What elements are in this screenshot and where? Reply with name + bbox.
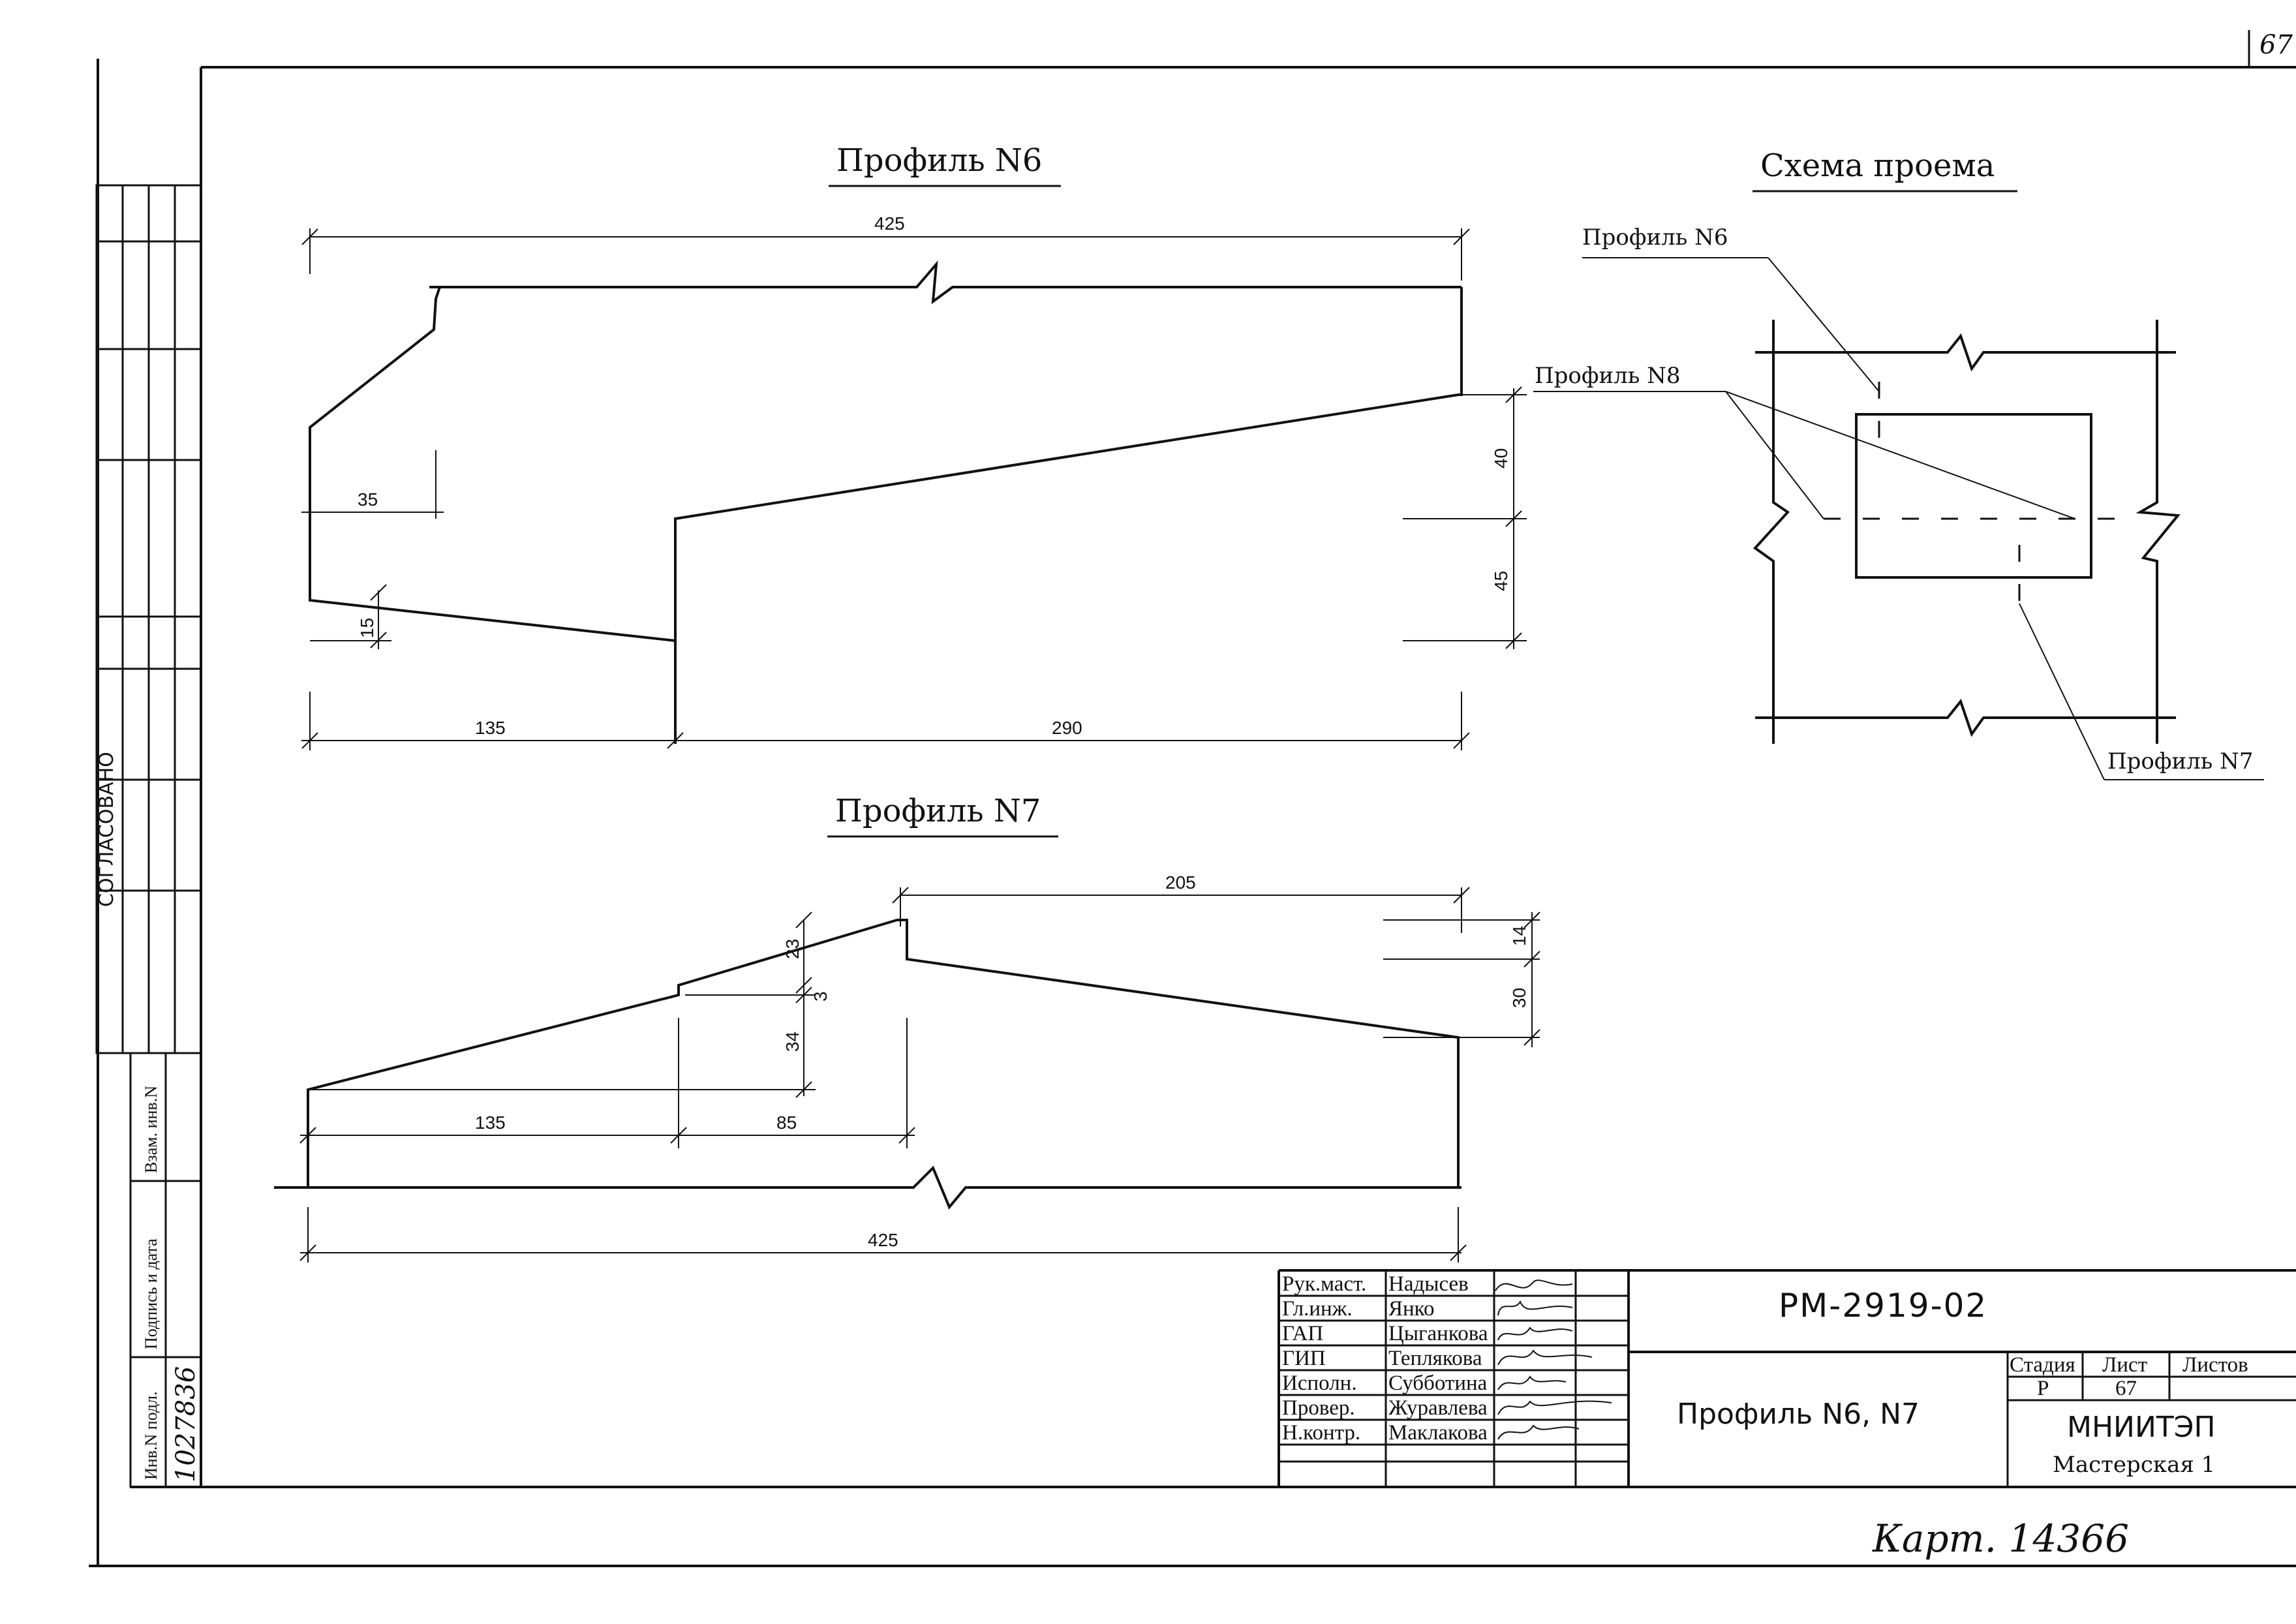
name-tsygankova: Цыганкова [1388,1322,1488,1345]
profile-n6-title: Профиль N6 [836,142,1042,179]
name-zhuravleva: Журавлева [1388,1396,1488,1420]
opening-scheme: Схема проема Профиль N6 Профиль N8 Профи… [1533,147,2264,780]
scheme-label-n7: Профиль N7 [2107,748,2253,774]
profile-n7-title: Профиль N7 [835,793,1041,829]
sheet-value: 67 [2115,1377,2137,1400]
name-subbotina: Субботина [1388,1371,1488,1395]
dim-n7-14: 14 [1509,926,1529,946]
drawing-code: РМ-2919-02 [1779,1287,1987,1325]
dim-n7-30: 30 [1509,988,1529,1008]
handwritten-note: Карт. 14366 [1872,1516,2129,1561]
sheets-header: Листов [2182,1353,2248,1377]
role-gap: ГАП [1282,1322,1323,1345]
opening-rectangle [1855,413,2092,579]
role-gip: ГИП [1282,1347,1326,1370]
role-executor: Исполн. [1282,1371,1357,1395]
profile-n7: Профиль N7 205 23 3 34 135 85 [274,793,1540,1263]
sheet-mark: 67 [2259,30,2293,60]
stage-header: Стадия [2010,1353,2075,1377]
workshop: Мастерская 1 [2053,1452,2215,1478]
dim-n6-290: 290 [1052,718,1082,738]
scheme-label-n8: Профиль N8 [1535,363,1680,389]
dim-n6-135: 135 [475,718,506,738]
dim-n7-135: 135 [475,1112,506,1133]
signature-date-label: Подпись и дата [142,1238,161,1349]
organization: МНИИТЭП [2067,1411,2216,1444]
scheme-title: Схема проема [1760,147,1995,184]
role-chief-engineer: Гл.инж. [1282,1297,1353,1321]
dim-n6-35: 35 [358,489,378,510]
replace-inventory-label: Взам. инв.N [142,1086,161,1173]
sheet-header: Лист [2102,1353,2147,1377]
inventory-number: 1027836 [171,1366,201,1482]
stage-value: Р [2037,1377,2049,1400]
drawing-title: Профиль N6, N7 [1677,1398,1920,1431]
name-nadysev: Надысев [1388,1272,1469,1296]
role-head-foreman: Рук.маст. [1282,1272,1366,1296]
side-strip: СОГЛАСОВАНО Взам. инв.N Подпись и дата И… [95,184,202,1488]
role-checker: Провер. [1282,1396,1355,1420]
dim-n7-23: 23 [782,939,803,959]
name-teplyakova: Теплякова [1388,1347,1482,1370]
profile-n6-outline [309,260,1463,643]
dim-n6-45: 45 [1491,571,1511,591]
name-yanko: Янко [1388,1297,1435,1321]
signatures [1495,1279,1612,1440]
dim-n7-425: 425 [868,1230,898,1250]
dim-n6-425: 425 [874,213,905,234]
title-block: Рук.маст. Гл.инж. ГАП ГИП Исполн. Провер… [1278,1269,2296,1487]
dim-n7-3: 3 [810,991,831,1002]
dim-n7-85: 85 [776,1112,797,1133]
sheet-frame: 67 [89,30,2296,1567]
inventory-label: Инв.N подл. [142,1391,161,1480]
dim-n7-34: 34 [782,1032,803,1052]
dim-n7-205: 205 [1165,872,1196,893]
scheme-label-n6: Профиль N6 [1582,224,1728,251]
agreed-label: СОГЛАСОВАНО [95,752,118,907]
profile-n6: Профиль N6 425 35 15 135 290 [301,142,1527,750]
profile-n7-outline [307,919,1460,1187]
name-maklakova: Маклакова [1388,1421,1488,1445]
dim-n6-15: 15 [357,618,377,638]
role-norm-control: Н.контр. [1282,1421,1360,1445]
dim-n6-40: 40 [1491,448,1511,468]
